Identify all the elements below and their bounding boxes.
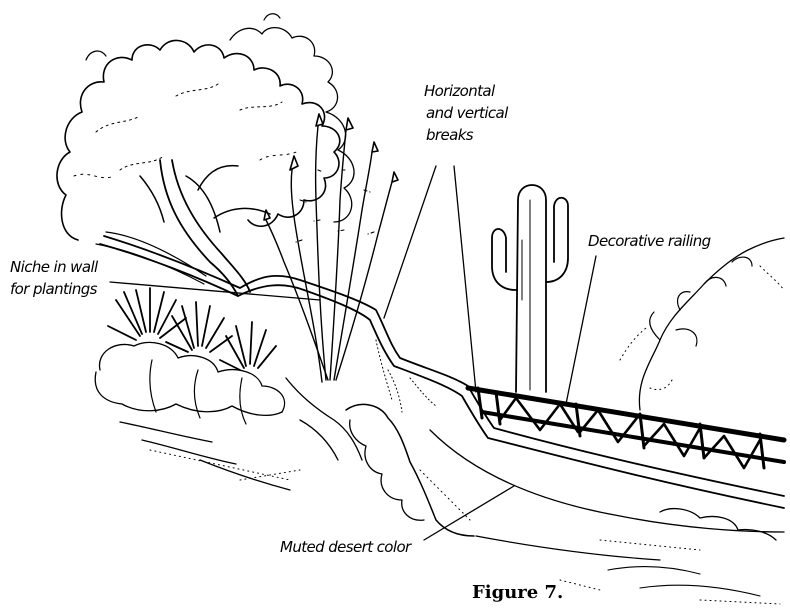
ground: [120, 378, 784, 604]
tree-trunk: [96, 160, 270, 296]
decorative-railing: [468, 388, 784, 468]
label-decorative-railing: Decorative railing: [588, 232, 711, 251]
label-muted-desert-color: Muted desert color: [280, 538, 411, 557]
label-horizontal-breaks-line3: breaks: [426, 126, 473, 145]
agave-plants: [95, 288, 284, 424]
label-horizontal-breaks-line2: and vertical: [426, 104, 508, 123]
figure-caption: Figure 7.: [472, 582, 563, 603]
label-niche-line2: for plantings: [10, 280, 97, 299]
vine-plant: [620, 238, 784, 410]
ocotillo-plant: [264, 114, 398, 382]
label-horizontal-breaks-line1: Horizontal: [424, 82, 495, 101]
tree-canopy: [57, 14, 354, 240]
leader-lines: [110, 166, 596, 540]
label-niche-line1: Niche in wall: [10, 258, 98, 277]
saguaro-cactus: [492, 185, 568, 392]
wall: [100, 236, 784, 508]
